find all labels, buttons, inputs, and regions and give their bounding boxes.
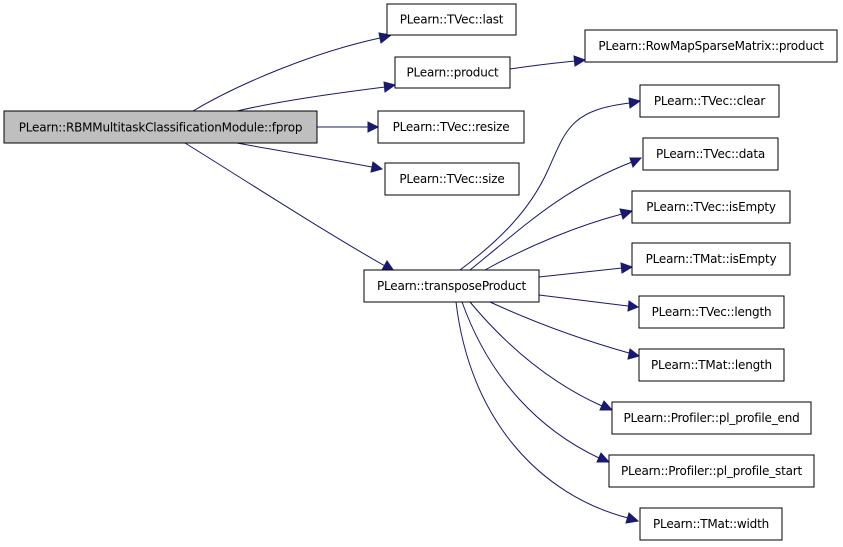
svg-text:PLearn::TVec::isEmpty: PLearn::TVec::isEmpty <box>646 200 776 214</box>
edge-transpose-to-tmat-length <box>489 301 641 360</box>
edge-fprop-to-tvec-resize <box>317 121 380 133</box>
svg-text:PLearn::TVec::length: PLearn::TVec::length <box>652 305 772 319</box>
node-product[interactable]: PLearn::product <box>394 56 511 89</box>
node-tmat-width[interactable]: PLearn::TMat::width <box>639 507 783 541</box>
node-tmat-length[interactable]: PLearn::TMat::length <box>638 348 785 382</box>
node-rowmap-product[interactable]: PLearn::RowMapSparseMatrix::product <box>584 29 838 63</box>
edge-transpose-to-tmat-width <box>455 301 640 524</box>
svg-text:PLearn::product: PLearn::product <box>406 66 499 80</box>
edge-fprop-to-tvec-last <box>192 32 393 112</box>
node-tvec-isempty[interactable]: PLearn::TVec::isEmpty <box>631 190 791 224</box>
edge-transpose-to-tvec-clear <box>459 97 642 271</box>
svg-text:PLearn::TVec::last: PLearn::TVec::last <box>400 13 504 27</box>
edge-transpose-to-tvec-isempty <box>484 208 634 271</box>
edge-fprop-to-product <box>236 81 397 112</box>
svg-text:PLearn::transposeProduct: PLearn::transposeProduct <box>377 279 527 293</box>
edge-fprop-to-transpose-product <box>184 142 396 272</box>
edge-product-to-rowmap-product <box>509 55 587 70</box>
edge-transpose-to-profiler-end <box>469 301 614 411</box>
node-tvec-size[interactable]: PLearn::TVec::size <box>384 162 520 196</box>
svg-text:PLearn::TMat::width: PLearn::TMat::width <box>653 517 769 531</box>
node-tvec-clear[interactable]: PLearn::TVec::clear <box>639 84 780 118</box>
svg-text:PLearn::TVec::size: PLearn::TVec::size <box>399 172 504 186</box>
node-tvec-data[interactable]: PLearn::TVec::data <box>642 137 779 171</box>
svg-text:PLearn::Profiler::pl_profile_s: PLearn::Profiler::pl_profile_start <box>621 464 802 478</box>
svg-text:PLearn::RowMapSparseMatrix::pr: PLearn::RowMapSparseMatrix::product <box>598 39 824 53</box>
node-profiler-start[interactable]: PLearn::Profiler::pl_profile_start <box>608 454 815 488</box>
svg-text:PLearn::Profiler::pl_profile_e: PLearn::Profiler::pl_profile_end <box>623 411 799 425</box>
edge-fprop-to-tvec-size <box>236 142 384 173</box>
node-profiler-end[interactable]: PLearn::Profiler::pl_profile_end <box>611 401 812 435</box>
svg-text:PLearn::TVec::data: PLearn::TVec::data <box>656 147 765 161</box>
svg-text:PLearn::TVec::clear: PLearn::TVec::clear <box>654 94 766 108</box>
call-nodes: PLearn::RBMMultitaskClassificationModule… <box>3 3 838 541</box>
call-edges <box>184 32 643 524</box>
edge-transpose-to-profiler-start <box>461 301 611 463</box>
svg-text:PLearn::RBMMultitaskClassifica: PLearn::RBMMultitaskClassificationModule… <box>19 121 303 135</box>
node-tmat-isempty[interactable]: PLearn::TMat::isEmpty <box>631 242 791 276</box>
svg-text:PLearn::TVec::resize: PLearn::TVec::resize <box>393 120 510 134</box>
node-fprop[interactable]: PLearn::RBMMultitaskClassificationModule… <box>3 110 318 144</box>
svg-text:PLearn::TMat::isEmpty: PLearn::TMat::isEmpty <box>646 252 777 266</box>
edge-transpose-to-tvec-data <box>469 157 643 271</box>
edge-transpose-to-tmat-isempty <box>538 262 634 278</box>
node-tvec-last[interactable]: PLearn::TVec::last <box>386 3 517 36</box>
node-tvec-length[interactable]: PLearn::TVec::length <box>638 295 785 329</box>
node-tvec-resize[interactable]: PLearn::TVec::resize <box>377 110 525 144</box>
svg-text:PLearn::TMat::length: PLearn::TMat::length <box>651 358 772 372</box>
edge-transpose-to-tvec-length <box>538 294 640 312</box>
node-transpose-product[interactable]: PLearn::transposeProduct <box>363 269 540 303</box>
